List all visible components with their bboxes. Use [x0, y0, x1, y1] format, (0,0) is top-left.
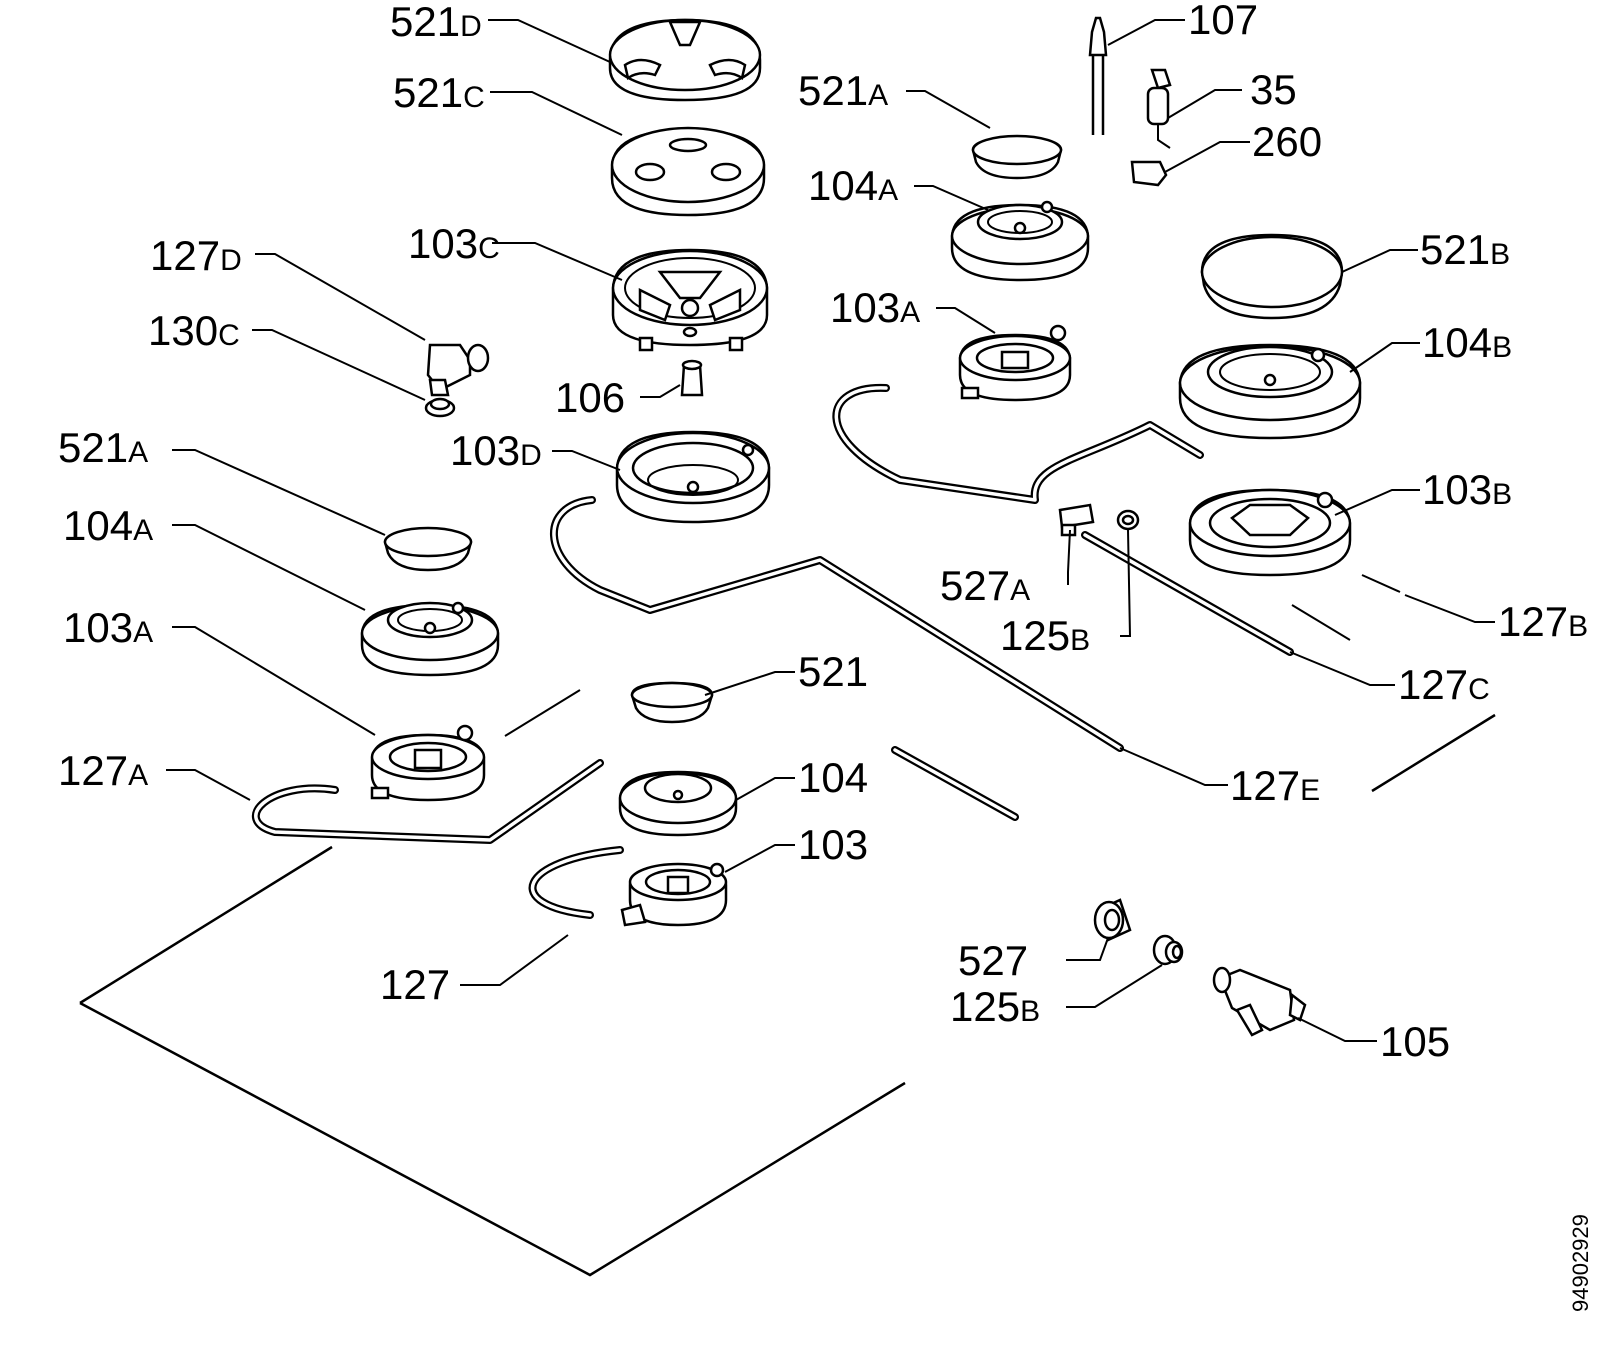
- label-106: 106: [555, 374, 625, 421]
- label-35: 35: [1250, 66, 1297, 113]
- thermocouple-107: [1088, 16, 1108, 135]
- label-521: 521: [798, 648, 868, 695]
- pipe-127a: [251, 759, 604, 844]
- part-labels: 521D 521C 103C 127D 130C 106 103D 521A 1…: [58, 0, 1588, 1065]
- pipe-127b: [1361, 574, 1401, 593]
- burner-103c: [611, 248, 769, 352]
- label-521a-left: 521A: [58, 424, 148, 471]
- label-103a-right: 103A: [830, 284, 920, 331]
- label-103: 103: [798, 821, 868, 868]
- label-107: 107: [1188, 0, 1258, 43]
- pipe-127e: [550, 496, 1124, 752]
- label-125b-right: 125B: [1000, 612, 1090, 659]
- hob-outline: [79, 713, 1496, 1277]
- label-521c: 521C: [393, 69, 485, 116]
- burner-103a-right: [958, 324, 1072, 402]
- label-527: 527: [958, 937, 1028, 984]
- cap-521b: [1200, 233, 1344, 320]
- cap-521c: [610, 126, 766, 217]
- electrode-35: [1146, 68, 1172, 149]
- label-105: 105: [1380, 1018, 1450, 1065]
- burner-103: [620, 862, 728, 927]
- document-id: 94902929: [1568, 1214, 1593, 1312]
- label-127c: 127C: [1398, 661, 1490, 708]
- label-103a-left: 103A: [63, 604, 153, 651]
- label-521b: 521B: [1420, 226, 1510, 273]
- injector-125b-bottom: [1152, 934, 1184, 966]
- label-127: 127: [380, 961, 450, 1008]
- label-104: 104: [798, 754, 868, 801]
- pipe-stub-middle: [891, 746, 1019, 821]
- pipe-127d: [832, 383, 1204, 504]
- fitting-527a: [1058, 503, 1095, 537]
- label-521a-right: 521A: [798, 67, 888, 114]
- label-103b: 103B: [1422, 466, 1512, 513]
- valve-105: [1212, 966, 1307, 1037]
- washer-130c: [424, 397, 456, 418]
- label-260: 260: [1252, 118, 1322, 165]
- label-125b-bottom: 125B: [950, 983, 1040, 1030]
- spreader-104a-right: [950, 200, 1090, 282]
- burner-103d: [615, 430, 771, 524]
- label-130c: 130C: [148, 307, 240, 354]
- nut-527: [1093, 898, 1132, 942]
- cap-521: [630, 681, 714, 724]
- leader-lines: [166, 19, 1495, 1042]
- cap-521a-right: [971, 134, 1063, 180]
- elbow-127d: [426, 343, 490, 397]
- pipe-127: [528, 846, 624, 919]
- spreader-104b: [1178, 343, 1362, 440]
- pipe-127c: [1081, 531, 1294, 656]
- label-103d: 103D: [450, 427, 542, 474]
- spreader-104: [618, 770, 738, 837]
- label-103c: 103C: [408, 220, 500, 267]
- clip-260: [1130, 160, 1168, 187]
- label-527a: 527A: [940, 562, 1030, 609]
- label-104b: 104B: [1422, 319, 1512, 366]
- cap-521a-left: [383, 526, 473, 572]
- injector-125b-right: [1116, 509, 1140, 531]
- label-104a-right: 104A: [808, 162, 898, 209]
- burner-103b: [1188, 488, 1352, 577]
- label-127d: 127D: [150, 232, 242, 279]
- label-127b: 127B: [1498, 598, 1588, 645]
- burner-103a-left: [370, 724, 486, 802]
- cap-521d: [608, 18, 762, 102]
- label-521d: 521D: [390, 0, 482, 45]
- label-104a-left: 104A: [63, 502, 153, 549]
- label-127a: 127A: [58, 747, 148, 794]
- spreader-104a-left: [360, 601, 500, 677]
- injector-106: [680, 359, 704, 397]
- label-127e: 127E: [1230, 762, 1320, 809]
